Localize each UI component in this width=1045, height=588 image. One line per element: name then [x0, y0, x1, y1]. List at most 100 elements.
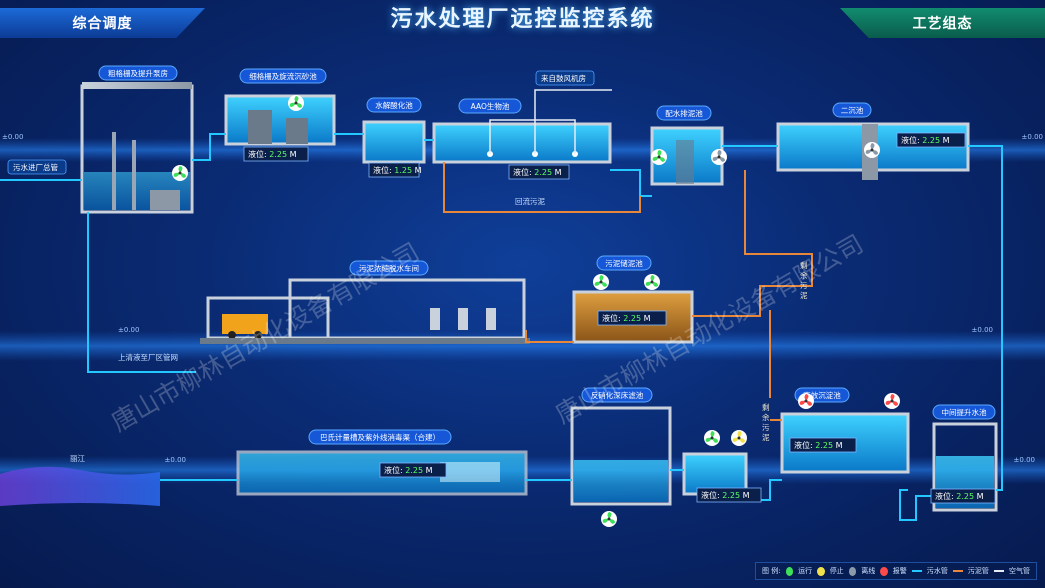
run-icon[interactable] [651, 149, 667, 165]
tab-process-config[interactable]: 工艺组态 [840, 8, 1045, 38]
sludge-pipes [443, 162, 813, 421]
level-readout: 液位: 2.25 M [789, 437, 857, 453]
flow-label-text: 丽江 [70, 454, 85, 463]
alarm-icon [880, 566, 888, 576]
run-icon [785, 566, 794, 576]
unit-label-text: 污泥储泥池 [605, 258, 643, 268]
level-readout: 液位: 1.25 M [368, 162, 422, 178]
river [0, 466, 160, 506]
level-readout: 液位: 2.25 M [379, 462, 447, 478]
elevation-mark: ±0.00 [2, 133, 23, 141]
elevation-mark: ±0.00 [165, 456, 186, 464]
level-text: 液位: 2.25 M [384, 465, 433, 475]
tab-label: 综合调度 [72, 16, 133, 32]
unit-label-text: 巴氏计量槽及紫外线消毒渠（合建） [320, 432, 440, 442]
elevation-mark: ±0.00 [1022, 133, 1043, 141]
unit-label-text: 二沉池 [841, 105, 864, 115]
denitrification-filter[interactable] [570, 406, 748, 506]
level-text: 液位: 2.25 M [935, 491, 984, 501]
unit-label[interactable]: 巴氏计量槽及紫外线消毒渠（合建） [308, 429, 452, 445]
status-icons [172, 95, 900, 527]
air-pipes [489, 89, 612, 154]
run-icon[interactable] [704, 430, 720, 446]
level-text: 液位: 2.25 M [794, 440, 843, 450]
unit-label[interactable]: 水解酸化池 [366, 97, 422, 113]
unit-label[interactable]: 配水排泥池 [656, 105, 712, 121]
level-readouts: 液位: 2.25 M 液位: 1.25 M 液位: 2.25 M 液位: 2.25 M… [243, 132, 996, 504]
unit-label[interactable]: 污泥储泥池 [596, 255, 652, 271]
level-readout: 液位: 2.25 M [930, 488, 996, 504]
hydrolysis-tank[interactable] [362, 120, 426, 164]
run-icon[interactable] [172, 165, 188, 181]
flow-label-text: 上清液至厂区管网 [118, 352, 178, 362]
legend: 图 例: 运行 停止 离线 报警 污水管 污泥管 空气管 [755, 562, 1037, 580]
unit-label-text: 高效沉淀池 [803, 390, 841, 400]
flow-label-text: 来自鼓风机房 [541, 73, 586, 83]
level-readout: 液位: 2.25 M [896, 132, 966, 148]
coarse-screen-pump-house[interactable] [80, 82, 194, 214]
run-icon[interactable] [644, 274, 660, 290]
run-icon[interactable] [288, 95, 304, 111]
legend-sludge-pipe: 污泥管 [967, 567, 989, 575]
page-title: 污水处理厂远控监控系统 [300, 0, 745, 34]
flow-label: 回流污泥 [515, 196, 545, 206]
level-text: 液位: 2.25 M [248, 149, 297, 159]
vertical-flow-label: 剩余污泥 [800, 260, 808, 300]
legend-run: 运行 [798, 567, 813, 575]
elevation-mark: ±0.00 [1014, 456, 1035, 464]
flow-label-text: 回流污泥 [515, 196, 545, 206]
sewage-pipes [0, 133, 1003, 521]
stop-icon[interactable] [731, 430, 747, 446]
elevation-markers: ±0.00±0.00±0.00±0.00±0.00±0.00 [2, 133, 1043, 464]
run-icon[interactable] [601, 511, 617, 527]
alarm-icon[interactable] [798, 393, 814, 409]
flow-label: 上清液至厂区管网 [118, 352, 178, 362]
legend-offline: 离线 [861, 567, 876, 575]
tab-integrated-dispatch[interactable]: 综合调度 [0, 8, 205, 38]
unit-label-text: AAO生物池 [471, 101, 510, 111]
title-text: 污水处理厂远控监控系统 [390, 7, 655, 32]
unit-label[interactable]: 污泥浓缩脱水车间 [349, 260, 429, 276]
unit-label[interactable]: AAO生物池 [458, 98, 522, 114]
aao-bio-tank[interactable] [432, 122, 612, 164]
elevation-mark: ±0.00 [118, 326, 139, 334]
level-readout: 液位: 2.25 M [597, 310, 667, 326]
unit-label[interactable]: 粗格栅及提升泵房 [98, 65, 178, 81]
fine-screen-grit-chamber[interactable] [224, 94, 336, 146]
legend-stop: 停止 [829, 567, 844, 575]
legend-air-pipe: 空气管 [1008, 567, 1030, 575]
unit-label[interactable]: 二沉池 [832, 102, 872, 118]
unit-label[interactable]: 中间提升水池 [932, 404, 996, 420]
unit-label-text: 配水排泥池 [665, 108, 703, 118]
level-text: 液位: 2.25 M [513, 167, 562, 177]
unit-label-text: 粗格栅及提升泵房 [108, 68, 168, 78]
flow-label: 丽江 [70, 454, 85, 463]
level-readout: 液位: 2.25 M [243, 146, 309, 162]
level-readout: 液位: 2.25 M [696, 487, 762, 503]
unit-label-text: 细格栅及旋流沉砂池 [249, 71, 317, 81]
alarm-icon[interactable] [884, 393, 900, 409]
level-text: 液位: 2.25 M [701, 490, 750, 500]
offline-icon[interactable] [711, 149, 727, 165]
sludge-dewatering-workshop[interactable] [200, 278, 530, 344]
run-icon[interactable] [593, 274, 609, 290]
offline-icon [848, 566, 857, 576]
flow-label: 来自鼓风机房 [535, 70, 595, 86]
unit-label[interactable]: 细格栅及旋流沉砂池 [239, 68, 327, 84]
flow-label-text: 污水进厂总管 [13, 162, 58, 172]
unit-label[interactable]: 反硝化深床滤池 [581, 387, 653, 403]
unit-label-text: 水解酸化池 [375, 100, 413, 110]
level-readout: 液位: 2.25 M [508, 164, 570, 180]
unit-label-text: 污泥浓缩脱水车间 [359, 263, 419, 273]
unit-label-text: 反硝化深床滤池 [591, 390, 644, 400]
tab-label: 工艺组态 [912, 16, 973, 32]
offline-icon[interactable] [864, 142, 880, 158]
level-text: 液位: 2.25 M [901, 135, 950, 145]
unit-label-text: 中间提升水池 [942, 407, 987, 417]
air-pipe-swatch [993, 570, 1004, 572]
sewage-pipe-swatch [911, 570, 922, 572]
flow-label: 污水进厂总管 [7, 159, 67, 175]
